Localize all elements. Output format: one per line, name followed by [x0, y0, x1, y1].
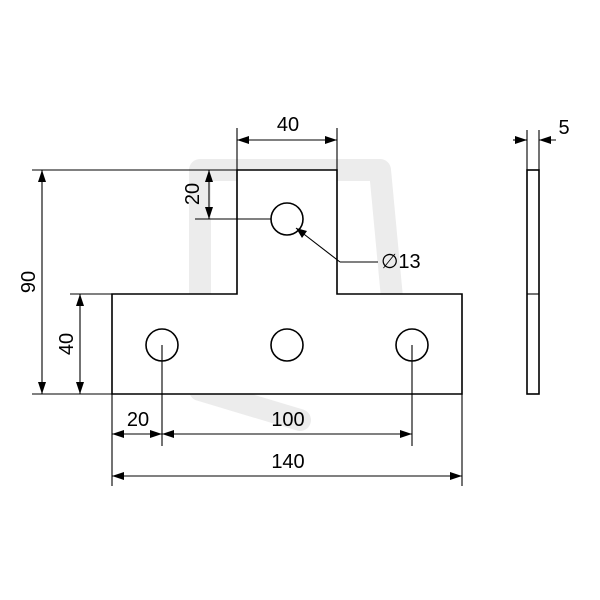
- label-hole-spacing: 100: [271, 409, 304, 431]
- dim-overall-width: [112, 394, 463, 486]
- dim-overall-height: [32, 169, 237, 395]
- leader-hole-diameter: [295, 227, 378, 263]
- label-base-height: 40: [56, 333, 78, 355]
- side-view: [526, 169, 540, 395]
- label-tab-width: 40: [277, 114, 299, 136]
- label-thickness: 5: [558, 117, 569, 139]
- dim-hole-spacing: [162, 345, 413, 446]
- label-overall-width: 140: [271, 451, 304, 473]
- dim-edge-to-hole: [111, 345, 163, 486]
- dim-tab-width: [236, 128, 338, 170]
- label-overall-height: 90: [18, 271, 40, 293]
- label-edge-to-hole: 20: [127, 409, 149, 431]
- center-hole: [270, 328, 304, 362]
- dim-thickness: [513, 130, 556, 170]
- dim-base-height: [70, 293, 112, 394]
- label-hole-diameter: ∅13: [381, 251, 421, 273]
- label-tab-hole-offset: 20: [182, 183, 204, 205]
